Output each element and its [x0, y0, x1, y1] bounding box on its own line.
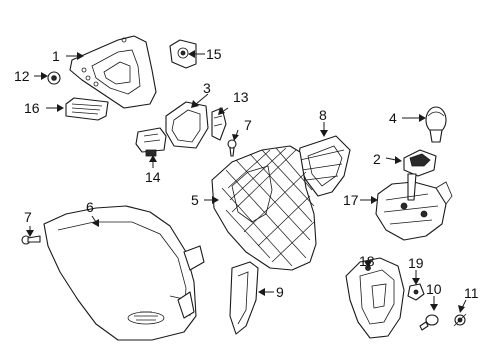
part-7-screw-lower: [21, 235, 41, 245]
callout-7-lower: 7: [24, 209, 32, 225]
part-8-frame-bracket: [297, 135, 351, 197]
part-12-nut: [47, 71, 61, 85]
part-18-shifter-bracket: [345, 257, 405, 339]
part-3-trim-ring: [165, 101, 209, 149]
callout-5: 5: [191, 192, 199, 208]
callout-9: 9: [276, 284, 284, 300]
part-16-switch-block: [65, 97, 109, 121]
callout-14: 14: [145, 169, 161, 185]
callout-19: 19: [408, 255, 424, 271]
callout-10: 10: [426, 281, 442, 297]
callout-4: 4: [389, 110, 397, 126]
part-15-clip-plate: [169, 39, 197, 69]
leader-lines: [26, 50, 467, 313]
part-11-clip: [453, 313, 467, 327]
part-10-bolt: [419, 314, 439, 331]
part-4-shift-knob: [425, 106, 447, 143]
callout-13: 13: [233, 89, 249, 105]
callout-6: 6: [86, 199, 94, 215]
callout-11: 11: [464, 285, 479, 301]
callout-7-upper: 7: [244, 117, 252, 133]
callout-15: 15: [206, 46, 222, 62]
callout-labels: 1 2 3 4 5 6 7 7 8 9 10 11 12 13 14 15 16…: [14, 46, 479, 301]
part-19-nut: [407, 283, 425, 301]
callout-17: 17: [343, 192, 359, 208]
part-6-lower-console: [43, 205, 205, 341]
part-1-console-bezel: [69, 35, 157, 109]
part-9-side-trim: [229, 261, 259, 335]
part-14-connector: [135, 127, 167, 157]
callout-16: 16: [24, 100, 40, 116]
part-5-console-panel: [211, 145, 317, 271]
callout-2: 2: [373, 151, 381, 167]
part-7-screw-upper: [227, 139, 237, 157]
callout-18: 18: [359, 253, 375, 269]
callout-1: 1: [52, 48, 60, 64]
part-17-shifter-assembly: [375, 173, 453, 241]
callout-12: 12: [14, 68, 30, 84]
part-2-knob-cover: [403, 149, 437, 177]
callout-8: 8: [319, 107, 327, 123]
callout-3: 3: [203, 80, 211, 96]
